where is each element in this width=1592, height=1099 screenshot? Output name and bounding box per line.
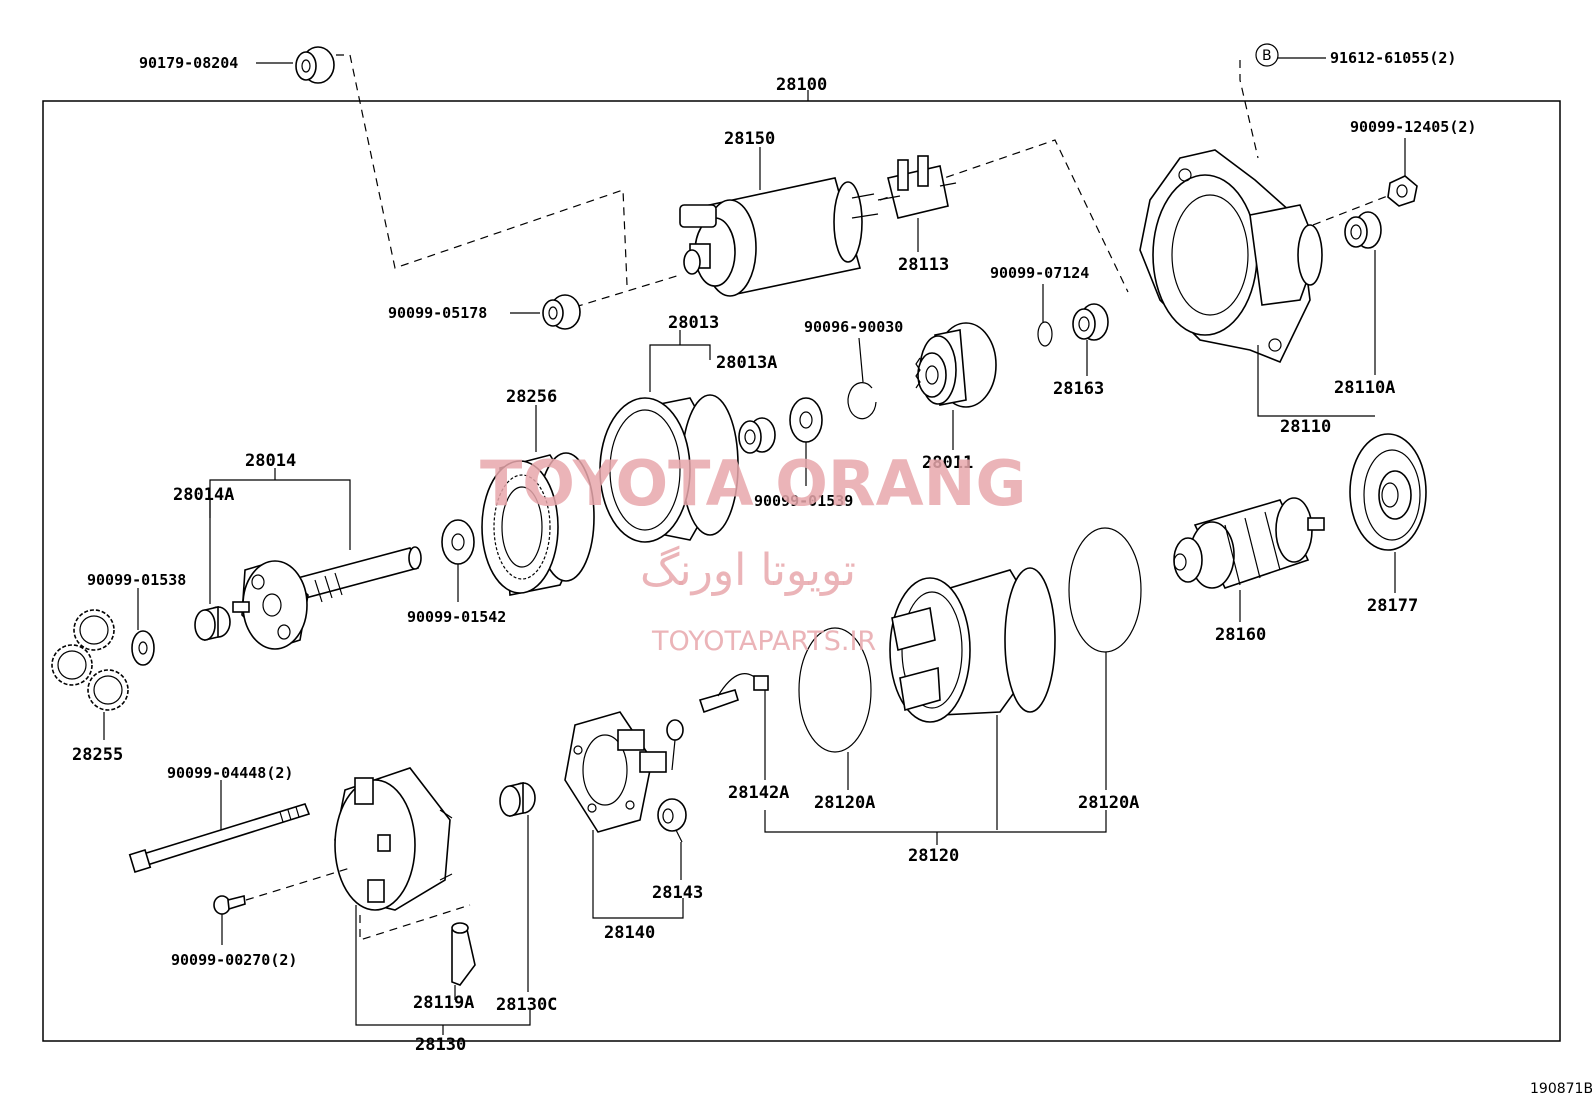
label-90099-05178: 90099-05178 (388, 304, 487, 322)
label-90099-01538: 90099-01538 (87, 571, 186, 589)
grommet-28119A[interactable] (451, 922, 476, 986)
label-28160: 28160 (1215, 625, 1266, 645)
dust-cover-28177[interactable] (1349, 433, 1427, 551)
label-28110: 28110 (1280, 417, 1331, 437)
label-28119A: 28119A (413, 993, 474, 1013)
label-28113: 28113 (898, 255, 949, 275)
o-ring-28120A-right[interactable] (1068, 527, 1142, 653)
label-28150: 28150 (724, 129, 775, 149)
nut-90179-08204[interactable] (295, 46, 335, 84)
assembly-frame (42, 100, 1561, 1042)
label-28255: 28255 (72, 745, 123, 765)
planetary-gears-28255[interactable] (51, 609, 129, 711)
nut-90099-05178[interactable] (542, 294, 581, 330)
label-28110A: 28110A (1334, 378, 1395, 398)
brush-28142A[interactable] (698, 673, 769, 714)
label-90099-00270: 90099-00270(2) (171, 951, 297, 969)
snap-ring-90099-07124[interactable] (1037, 321, 1053, 347)
label-28120A-right: 28120A (1078, 793, 1139, 813)
label-28256: 28256 (506, 387, 557, 407)
label-28013A: 28013A (716, 353, 777, 373)
label-90179-08204: 90179-08204 (139, 54, 238, 72)
label-28140: 28140 (604, 923, 655, 943)
label-28163: 28163 (1053, 379, 1104, 399)
terminal-28113[interactable] (877, 155, 957, 219)
label-91612-61055: 91612-61055(2) (1330, 49, 1456, 67)
label-90099-01539: 90099-01539 (754, 492, 853, 510)
screw-90099-00270[interactable] (213, 895, 246, 915)
drive-housing-28110[interactable] (1139, 149, 1323, 364)
planetary-housing-28013[interactable] (599, 394, 739, 543)
bushing-28130C[interactable] (499, 781, 536, 818)
o-ring-28120A-left[interactable] (798, 627, 872, 753)
watermark-site: TOYOTAPARTS.IR (651, 626, 876, 657)
label-90099-07124: 90099-07124 (990, 264, 1089, 282)
callout-b (1255, 43, 1279, 67)
figure-reference: 190871B (1530, 1081, 1592, 1097)
label-90099-12405: 90099-12405(2) (1350, 118, 1476, 136)
washer-28163[interactable] (1072, 303, 1109, 341)
label-28013: 28013 (668, 313, 719, 333)
clutch-28011[interactable] (915, 322, 997, 408)
end-frame-28130[interactable] (334, 767, 453, 911)
label-28120A-left: 28120A (814, 793, 875, 813)
bushing-28014A[interactable] (194, 605, 231, 642)
watermark-brand: TOYOTA ORANG (480, 447, 1026, 520)
brush-holder-28140[interactable] (564, 711, 684, 833)
planetary-shaft-28014[interactable] (232, 546, 422, 650)
bushing-28013A[interactable] (738, 417, 776, 454)
internal-gear-28256[interactable] (481, 452, 595, 596)
washer-90099-01542[interactable] (441, 519, 475, 565)
label-28143: 28143 (652, 883, 703, 903)
label-28130: 28130 (415, 1035, 466, 1055)
label-90099-01542: 90099-01542 (407, 608, 506, 626)
assembly-label: 28100 (776, 75, 827, 95)
label-28177: 28177 (1367, 596, 1418, 616)
bushing-28110A[interactable] (1344, 211, 1382, 249)
label-90096-90030: 90096-90030 (804, 318, 903, 336)
label-28014: 28014 (245, 451, 296, 471)
nut-90099-12405[interactable] (1387, 175, 1418, 207)
watermark-persian: تویوتا اورنگ (640, 545, 856, 596)
snap-ring-90096-90030[interactable] (847, 382, 877, 420)
solenoid-28150[interactable] (679, 177, 879, 297)
label-28130C: 28130C (496, 995, 557, 1015)
through-bolt-90099-04448[interactable] (128, 803, 311, 873)
label-28142A: 28142A (728, 783, 789, 803)
label-28011: 28011 (922, 453, 973, 473)
callout-b-letter: B (1262, 48, 1272, 64)
brush-spring-28143[interactable] (657, 798, 687, 843)
washer-90099-01539[interactable] (789, 397, 823, 443)
label-90099-04448: 90099-04448(2) (167, 764, 293, 782)
label-28120: 28120 (908, 846, 959, 866)
label-28014A: 28014A (173, 485, 234, 505)
washer-90099-01538[interactable] (131, 630, 155, 666)
armature-28160[interactable] (1173, 497, 1325, 589)
yoke-28120[interactable] (889, 567, 1056, 723)
